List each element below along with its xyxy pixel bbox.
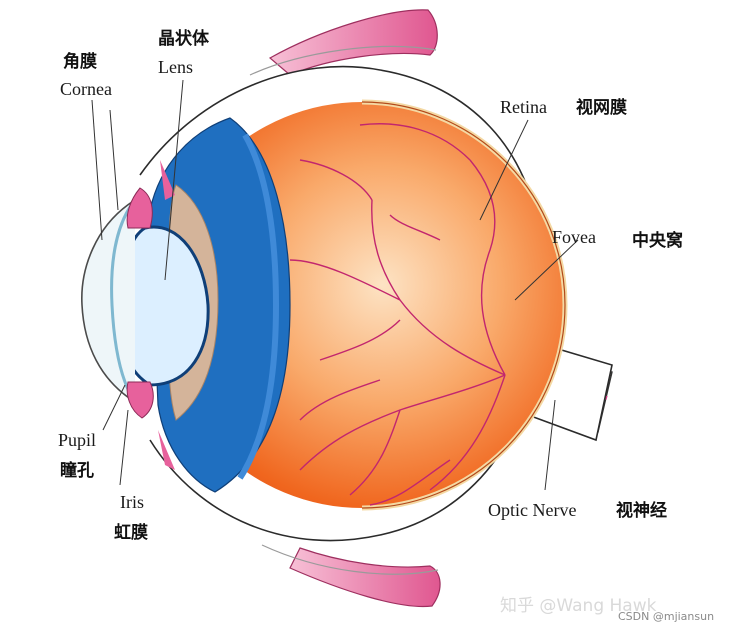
retina-label-cn: 视网膜 (576, 97, 627, 118)
extraocular-muscle-top (249, 9, 438, 76)
pupil-label-en: Pupil (58, 430, 96, 450)
pupil-label-cn: 瞳孔 (60, 460, 94, 481)
iris-label-cn: 虹膜 (114, 522, 148, 543)
optic-nerve-label-en: Optic Nerve (488, 500, 576, 520)
iris-label-en: Iris (120, 492, 144, 512)
cornea-label-cn: 角膜 (63, 51, 97, 72)
iris (126, 160, 175, 470)
optic-nerve-label-cn: 视神经 (616, 500, 667, 521)
cornea-label-en: Cornea (60, 79, 112, 99)
csdn-watermark: CSDN @mjiansun (618, 610, 714, 623)
fovea-label-cn: 中央窝 (632, 230, 683, 251)
retinal-vessels (289, 123, 506, 506)
leader-lines (91, 79, 579, 491)
zhihu-watermark: 知乎 @Wang Hawk (500, 596, 657, 616)
cornea (81, 199, 137, 403)
lens-label-en: Lens (158, 57, 193, 77)
retina-label-en: Retina (500, 97, 547, 117)
lens-label-cn: 晶状体 (158, 28, 210, 49)
extraocular-muscle-bottom (261, 544, 441, 608)
fovea-label-en: Fovea (552, 227, 596, 247)
